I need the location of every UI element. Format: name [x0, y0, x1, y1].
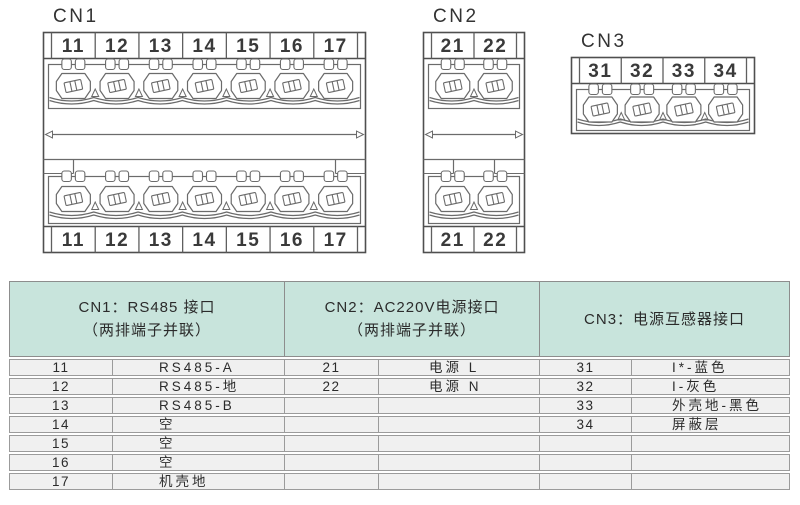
header-cn2-title: CN2：AC220V电源接口 [324, 299, 500, 316]
pin-signal-cell [632, 473, 791, 490]
pin-signal-cell: I-灰色 [632, 378, 791, 395]
pin-number-cell [285, 397, 380, 414]
pin-number-cell: 12 [9, 378, 113, 395]
pin-signal-cell [379, 435, 541, 452]
svg-text:16: 16 [280, 230, 304, 251]
pin-number-cell: 14 [9, 416, 113, 433]
pin-signal-cell [379, 416, 541, 433]
pin-number-cell [540, 454, 633, 471]
pin-number-cell [540, 473, 633, 490]
svg-text:33: 33 [672, 61, 696, 82]
cn2-terminal-diagram: 21 22 21 22 [422, 31, 526, 254]
cn1-terminal-diagram: 11 12 13 14 15 16 17 11 12 13 14 15 16 17 [42, 31, 367, 254]
pin-number-cell [540, 435, 633, 452]
pin-signal-cell: RS485-A [113, 359, 286, 376]
cn1-connector: CN1 11 12 13 14 15 16 17 11 12 13 14 15 16 17 [42, 6, 367, 254]
svg-text:12: 12 [105, 230, 129, 251]
pin-signal-cell [632, 454, 791, 471]
pin-signal-cell: 机壳地 [113, 473, 286, 490]
svg-text:11: 11 [62, 230, 85, 251]
pin-number-cell: 31 [540, 359, 633, 376]
header-cn2-subtitle: （两排端子并联） [348, 322, 477, 339]
pin-signal-cell: RS485-B [113, 397, 286, 414]
pin-signal-cell: 电源 L [379, 359, 541, 376]
pin-number-cell: 33 [540, 397, 633, 414]
svg-text:15: 15 [236, 36, 260, 57]
pin-number-cell: 22 [285, 378, 380, 395]
svg-text:14: 14 [192, 36, 216, 57]
pin-number-cell [285, 473, 380, 490]
cn3-connector: CN3 31 32 33 34 [570, 31, 756, 135]
svg-text:32: 32 [630, 61, 654, 82]
pin-signal-cell [379, 473, 541, 490]
pin-number-cell: 32 [540, 378, 633, 395]
pin-signal-cell: 空 [113, 435, 286, 452]
pin-signal-cell [632, 435, 791, 452]
svg-text:21: 21 [441, 230, 465, 251]
header-cn1: CN1：RS485 接口 （两排端子并联） [9, 281, 286, 357]
pin-number-cell: 11 [9, 359, 113, 376]
svg-text:12: 12 [105, 36, 129, 57]
header-cn3-title: CN3：电源互感器接口 [584, 310, 746, 328]
cn3-terminal-diagram: 31 32 33 34 [570, 56, 756, 135]
svg-text:16: 16 [280, 36, 304, 57]
svg-text:15: 15 [236, 230, 260, 251]
pin-signal-cell [379, 454, 541, 471]
pin-signal-cell: 屏蔽层 [632, 416, 791, 433]
pin-assignment-table: CN1：RS485 接口 （两排端子并联） CN2：AC220V电源接口 （两排… [9, 279, 791, 492]
pin-signal-cell: RS485-地 [113, 378, 286, 395]
svg-text:11: 11 [62, 36, 85, 57]
pin-number-cell: 15 [9, 435, 113, 452]
svg-text:21: 21 [441, 36, 465, 57]
pin-number-cell [285, 416, 380, 433]
pin-signal-cell: 空 [113, 416, 286, 433]
header-cn2: CN2：AC220V电源接口 （两排端子并联） [285, 281, 541, 357]
pin-signal-cell: 外壳地-黑色 [632, 397, 791, 414]
pin-number-cell: 13 [9, 397, 113, 414]
pin-signal-cell: 电源 N [379, 378, 541, 395]
svg-text:14: 14 [192, 230, 216, 251]
pin-number-cell: 16 [9, 454, 113, 471]
pin-number-cell: 34 [540, 416, 633, 433]
svg-text:22: 22 [483, 36, 507, 57]
pin-signal-cell: 空 [113, 454, 286, 471]
pin-signal-cell [379, 397, 541, 414]
svg-text:31: 31 [588, 61, 612, 82]
cn1-label: CN1 [53, 6, 99, 27]
svg-text:17: 17 [324, 230, 348, 251]
svg-text:17: 17 [324, 36, 348, 57]
cn2-label: CN2 [433, 6, 479, 27]
svg-text:22: 22 [483, 230, 507, 251]
cn3-label: CN3 [581, 31, 627, 52]
pin-number-cell [285, 435, 380, 452]
cn2-connector: CN2 21 22 21 22 [422, 6, 526, 254]
header-cn1-title: CN1：RS485 接口 [78, 299, 216, 316]
header-cn1-subtitle: （两排端子并联） [83, 322, 212, 339]
pin-signal-cell: I*-蓝色 [632, 359, 791, 376]
pin-number-cell: 21 [285, 359, 380, 376]
svg-text:34: 34 [714, 61, 738, 82]
svg-text:13: 13 [149, 36, 173, 57]
pin-number-cell: 17 [9, 473, 113, 490]
pin-number-cell [285, 454, 380, 471]
svg-text:13: 13 [149, 230, 173, 251]
header-cn3: CN3：电源互感器接口 [540, 281, 791, 357]
